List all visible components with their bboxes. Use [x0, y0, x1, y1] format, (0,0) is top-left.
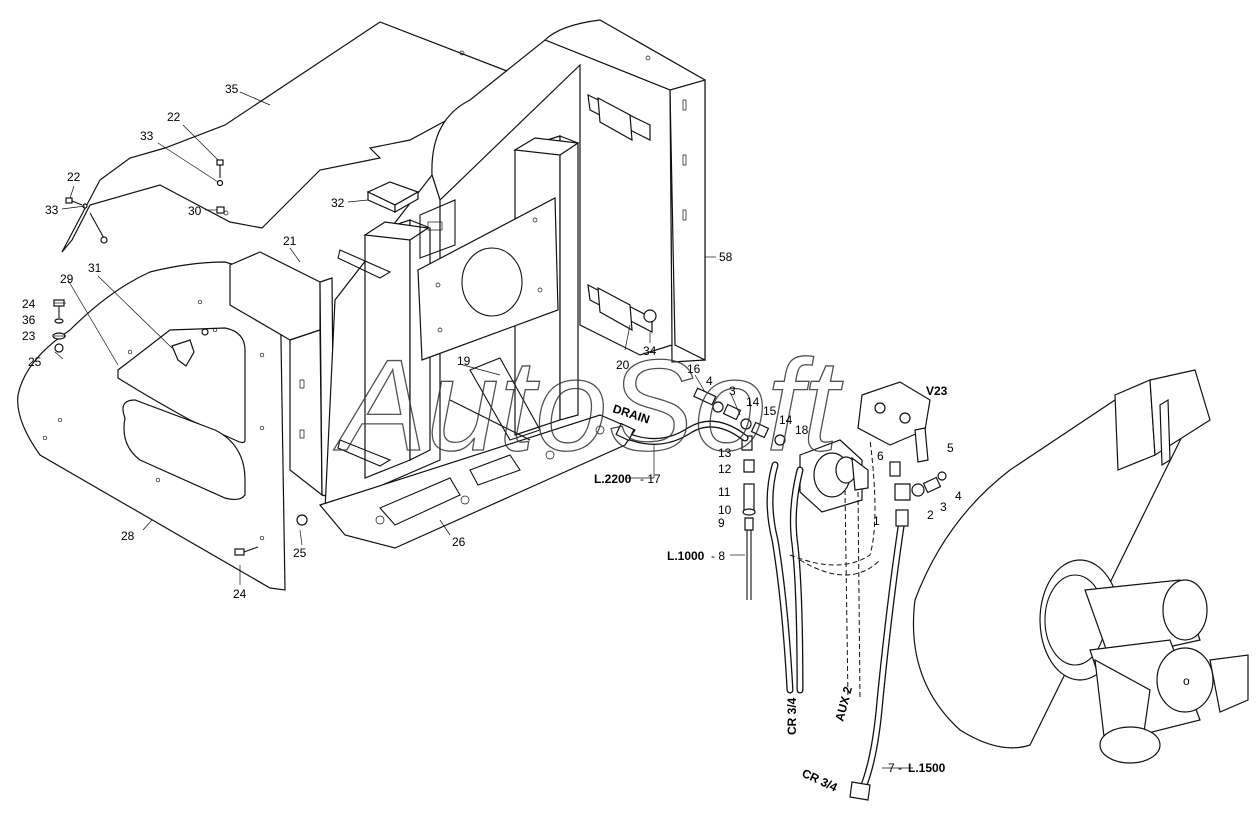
- callout-4: 4: [955, 489, 962, 503]
- v23-label: V23: [926, 384, 948, 398]
- callout-11: 11: [718, 485, 731, 499]
- callout-58: 58: [719, 250, 733, 264]
- callout-13: 13: [718, 446, 732, 460]
- l1500-part-label: 7 -: [888, 761, 902, 775]
- callout-3: 3: [729, 384, 736, 398]
- callout-15: 15: [763, 404, 777, 418]
- bolt-30: [216, 206, 225, 214]
- callout-25: 25: [293, 546, 307, 560]
- callout-16: 16: [687, 362, 701, 376]
- callout-20: 20: [616, 358, 630, 372]
- fan-hub-mark: o: [1183, 674, 1190, 688]
- fitting-chain: [693, 387, 786, 600]
- l1000-length-label: L.1000: [667, 549, 705, 563]
- leader-lines: [54, 91, 913, 769]
- callout-4: 4: [706, 374, 713, 388]
- callout-33: 33: [45, 203, 59, 217]
- callout-1: 1: [873, 514, 880, 528]
- watermark-text: AutoSoft: [333, 332, 844, 478]
- callout-25: 25: [28, 355, 42, 369]
- aux2-label: AUX 2: [832, 685, 855, 723]
- callout-2: 2: [927, 508, 934, 522]
- hydraulic-pump: [799, 439, 869, 513]
- cr34-label-upper: CR 3/4: [785, 697, 799, 735]
- blower-assembly: o: [912, 369, 1249, 764]
- callout-24: 24: [233, 587, 247, 601]
- callout-labels: 35 22 33 22 33 30 32 21 58 29 31 24 36 2…: [22, 82, 962, 601]
- bolt-22-upper: [216, 159, 224, 187]
- nut-34: [643, 309, 657, 323]
- l1500-length-label: L.1500: [908, 761, 946, 775]
- bolt-24-lower: [234, 546, 259, 556]
- hose-aux-2: [789, 439, 881, 701]
- callout-6: 6: [877, 449, 884, 463]
- fitting-cluster-right: [889, 461, 947, 501]
- bracket-21: [229, 251, 335, 499]
- callout-12: 12: [718, 462, 732, 476]
- hose-l1500: [849, 509, 909, 801]
- callout-3: 3: [940, 500, 947, 514]
- hose-drain: [615, 420, 749, 445]
- callout-14: 14: [779, 413, 793, 427]
- l2200-part-label: - 17: [640, 472, 661, 486]
- nut-25: [296, 514, 308, 526]
- l2200-length-label: L.2200: [594, 472, 632, 486]
- cr34-label-lower: CR 3/4: [800, 766, 840, 795]
- callout-19: 19: [457, 354, 471, 368]
- callout-10: 10: [718, 503, 732, 517]
- left-side-panel: [17, 261, 286, 591]
- hose-cr-34-a: [766, 461, 804, 694]
- callout-9: 9: [718, 516, 725, 530]
- callout-36: 36: [22, 313, 36, 327]
- callout-31: 31: [88, 261, 102, 275]
- callout-22: 22: [67, 170, 81, 184]
- callout-30: 30: [188, 204, 202, 218]
- cap-32: [366, 181, 420, 214]
- main-frame: [318, 19, 706, 549]
- callout-34: 34: [643, 344, 657, 358]
- bolt-22-left: [65, 197, 108, 244]
- callout-21: 21: [283, 234, 297, 248]
- callout-26: 26: [452, 535, 466, 549]
- callout-14: 14: [746, 395, 760, 409]
- callout-32: 32: [331, 196, 345, 210]
- callout-22: 22: [167, 110, 181, 124]
- callout-23: 23: [22, 329, 36, 343]
- callout-33: 33: [140, 129, 154, 143]
- callout-35: 35: [225, 82, 239, 96]
- callout-24: 24: [22, 297, 36, 311]
- callout-29: 29: [60, 272, 74, 286]
- valve-v23: [857, 381, 931, 463]
- l1000-part-label: - 8: [711, 549, 725, 563]
- callout-18: 18: [795, 423, 809, 437]
- callout-5: 5: [947, 441, 954, 455]
- callout-28: 28: [121, 529, 135, 543]
- knob-31: [171, 328, 209, 367]
